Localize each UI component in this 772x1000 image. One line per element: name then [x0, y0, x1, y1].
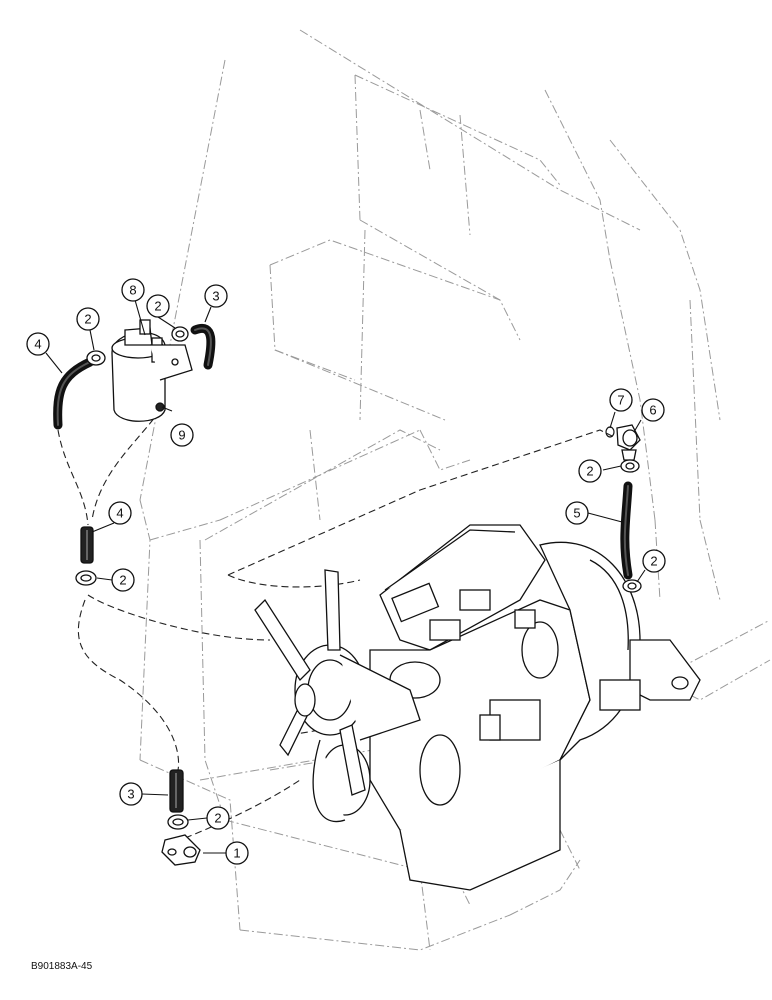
fuel-hose-5 — [620, 481, 633, 580]
leader-lines — [45, 299, 646, 854]
callout-4-lower-hose: 4 — [108, 501, 132, 525]
callout-2-bottom-clamp: 2 — [206, 806, 230, 830]
callout-3-bottom-hose: 3 — [119, 782, 143, 806]
hose-clamp-bottom — [167, 814, 189, 830]
fuel-hose-4-upper — [53, 357, 95, 430]
fuel-hose-3-lower — [169, 769, 184, 813]
engine-assembly — [254, 524, 701, 891]
callout-1: 1 — [225, 841, 249, 865]
callout-label: 1 — [233, 846, 240, 861]
callout-2-upper-right-clamp: 2 — [146, 294, 170, 318]
callout-label: 2 — [586, 464, 593, 479]
frame-phantom-outline — [139, 29, 771, 951]
callout-label: 3 — [212, 289, 219, 304]
callout-4-upper-hose: 4 — [26, 332, 50, 356]
callout-label: 3 — [127, 787, 134, 802]
hose-clamp-right-upper — [620, 459, 640, 473]
callout-label: 4 — [34, 337, 41, 352]
callout-label: 2 — [84, 312, 91, 327]
callout-9: 9 — [170, 423, 194, 447]
hose-clamp-upper-left — [86, 350, 106, 366]
callout-label: 6 — [649, 403, 656, 418]
callout-label: 4 — [116, 506, 123, 521]
callout-label: 9 — [178, 428, 185, 443]
callout-2-right-lower-clamp: 2 — [642, 549, 666, 573]
callout-2-middle-left-clamp: 2 — [111, 568, 135, 592]
callout-3-upper-hose: 3 — [204, 284, 228, 308]
elbow-fitting-6 — [616, 424, 641, 461]
callout-label: 7 — [617, 393, 624, 408]
callout-label: 2 — [214, 811, 221, 826]
callout-label: 2 — [650, 554, 657, 569]
callout-2-upper-left-clamp: 2 — [76, 307, 100, 331]
hose-clamp-right-lower — [622, 579, 642, 593]
fuel-fitting-1 — [161, 834, 201, 866]
callout-5: 5 — [565, 501, 589, 525]
callout-6: 6 — [641, 398, 665, 422]
callout-8: 8 — [121, 278, 145, 302]
callout-2-right-upper-clamp: 2 — [578, 459, 602, 483]
fuel-hose-3-upper — [190, 323, 216, 370]
fuel-hose-4-lower — [80, 526, 94, 564]
figure-code-label: B901883A-45 — [31, 961, 93, 972]
callout-label: 5 — [573, 506, 580, 521]
hose-clamp-upper-right — [171, 326, 189, 342]
fuel-filter-assembly — [111, 319, 193, 422]
hose-clamp-middle-left — [75, 570, 97, 586]
callout-7: 7 — [609, 388, 633, 412]
hose-routing-lines — [57, 409, 617, 839]
callout-label: 2 — [154, 299, 161, 314]
callout-label: 2 — [119, 573, 126, 588]
callout-label: 8 — [129, 283, 136, 298]
